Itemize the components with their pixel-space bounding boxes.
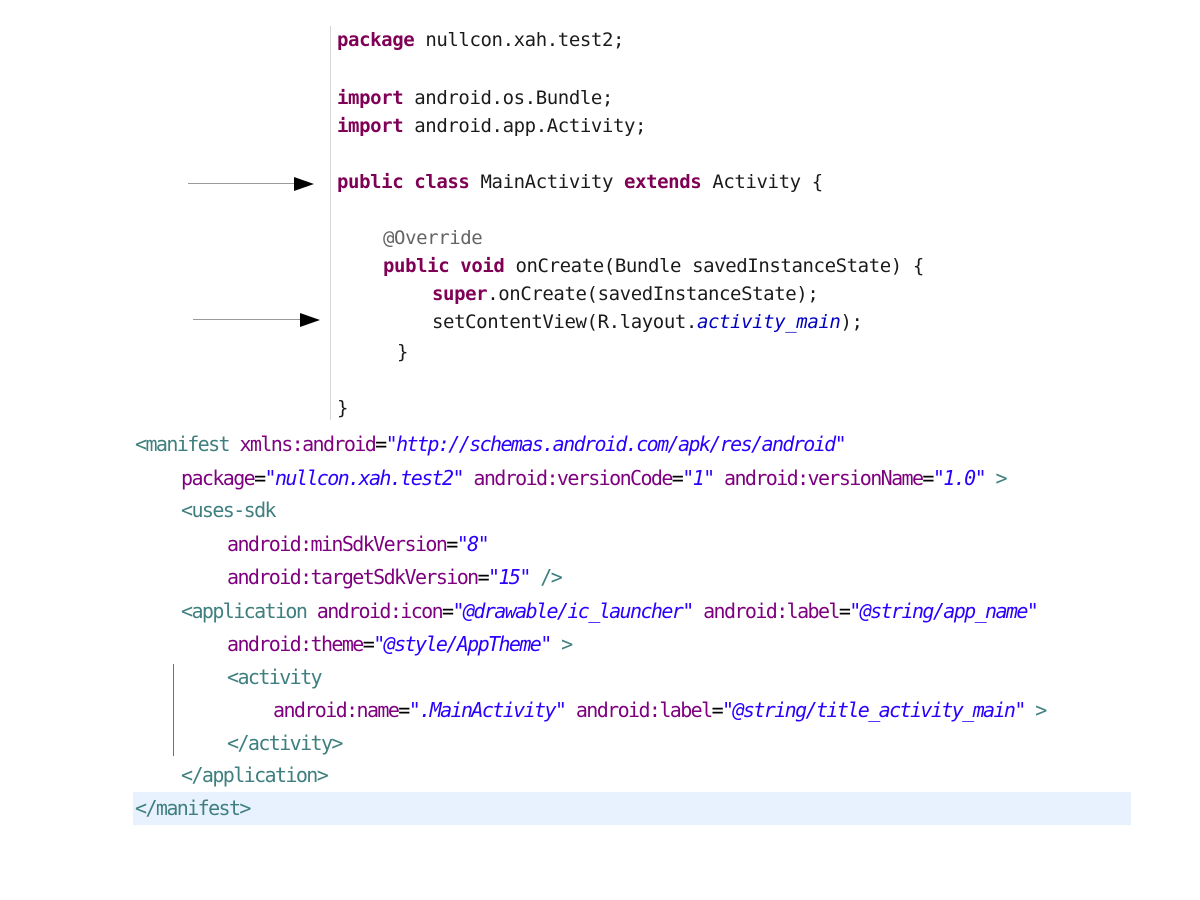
arrow-shaft — [193, 319, 303, 320]
xml-line-application-close: </application> — [181, 763, 329, 787]
keyword: void — [460, 255, 505, 277]
keyword: class — [414, 171, 470, 193]
code-line-setcontentview: setContentView(R.layout.activity_main); — [432, 311, 863, 333]
xml-line-manifest-open: <manifest xmlns:android="http://schemas.… — [135, 432, 847, 456]
code-line-override: @Override — [383, 224, 483, 252]
code-line-super-oncreate: super.onCreate(savedInstanceState); — [432, 283, 819, 305]
arrow-head-icon — [294, 177, 314, 191]
xml-line-target-sdk: android:targetSdkVersion="15" /> — [227, 565, 563, 589]
xml-line-application-open: <application android:icon="@drawable/ic_… — [181, 599, 1039, 623]
code-line-import-bundle: import android.os.Bundle; — [337, 87, 613, 109]
static-field: activity_main — [696, 311, 841, 333]
xml-line-manifest-close: </manifest> — [135, 796, 251, 820]
xml-line-activity-close: </activity> — [227, 731, 343, 755]
code-line-package: package nullcon.xah.test2; — [337, 29, 625, 51]
keyword: import — [337, 115, 404, 137]
keyword: extends — [624, 171, 702, 193]
scope-indicator-line — [173, 664, 174, 756]
xml-line-activity-attrs: android:name=".MainActivity" android:lab… — [273, 698, 1047, 722]
arrow-shaft — [188, 183, 298, 184]
arrow-head-icon — [300, 313, 320, 327]
code-line-oncreate: public void onCreate(Bundle savedInstanc… — [383, 255, 924, 277]
annotation: @Override — [383, 227, 483, 249]
xml-line-package: package="nullcon.xah.test2" android:vers… — [181, 466, 1008, 490]
xml-line-min-sdk: android:minSdkVersion="8" — [227, 532, 490, 556]
annotation-arrow-class — [188, 177, 316, 191]
code-line-class-declaration: public class MainActivity extends Activi… — [337, 171, 823, 193]
code-line-import-activity: import android.app.Activity; — [337, 115, 647, 137]
java-editor[interactable]: package nullcon.xah.test2; import androi… — [330, 26, 931, 420]
keyword: super — [432, 283, 488, 305]
current-line-highlight — [133, 792, 1131, 825]
xml-line-activity-open: <activity — [227, 665, 323, 689]
code-line-class-close: } — [337, 397, 349, 419]
xml-line-uses-sdk: <uses-sdk — [181, 498, 277, 522]
keyword: public — [337, 171, 404, 193]
keyword: public — [383, 255, 450, 277]
keyword: package — [337, 29, 415, 51]
annotation-arrow-setcontentview — [193, 313, 321, 327]
keyword: import — [337, 87, 404, 109]
xml-editor[interactable]: <manifest xmlns:android="http://schemas.… — [0, 428, 1200, 828]
code-line-method-close: } — [397, 341, 409, 363]
xml-line-theme: android:theme="@style/AppTheme" > — [227, 632, 573, 656]
